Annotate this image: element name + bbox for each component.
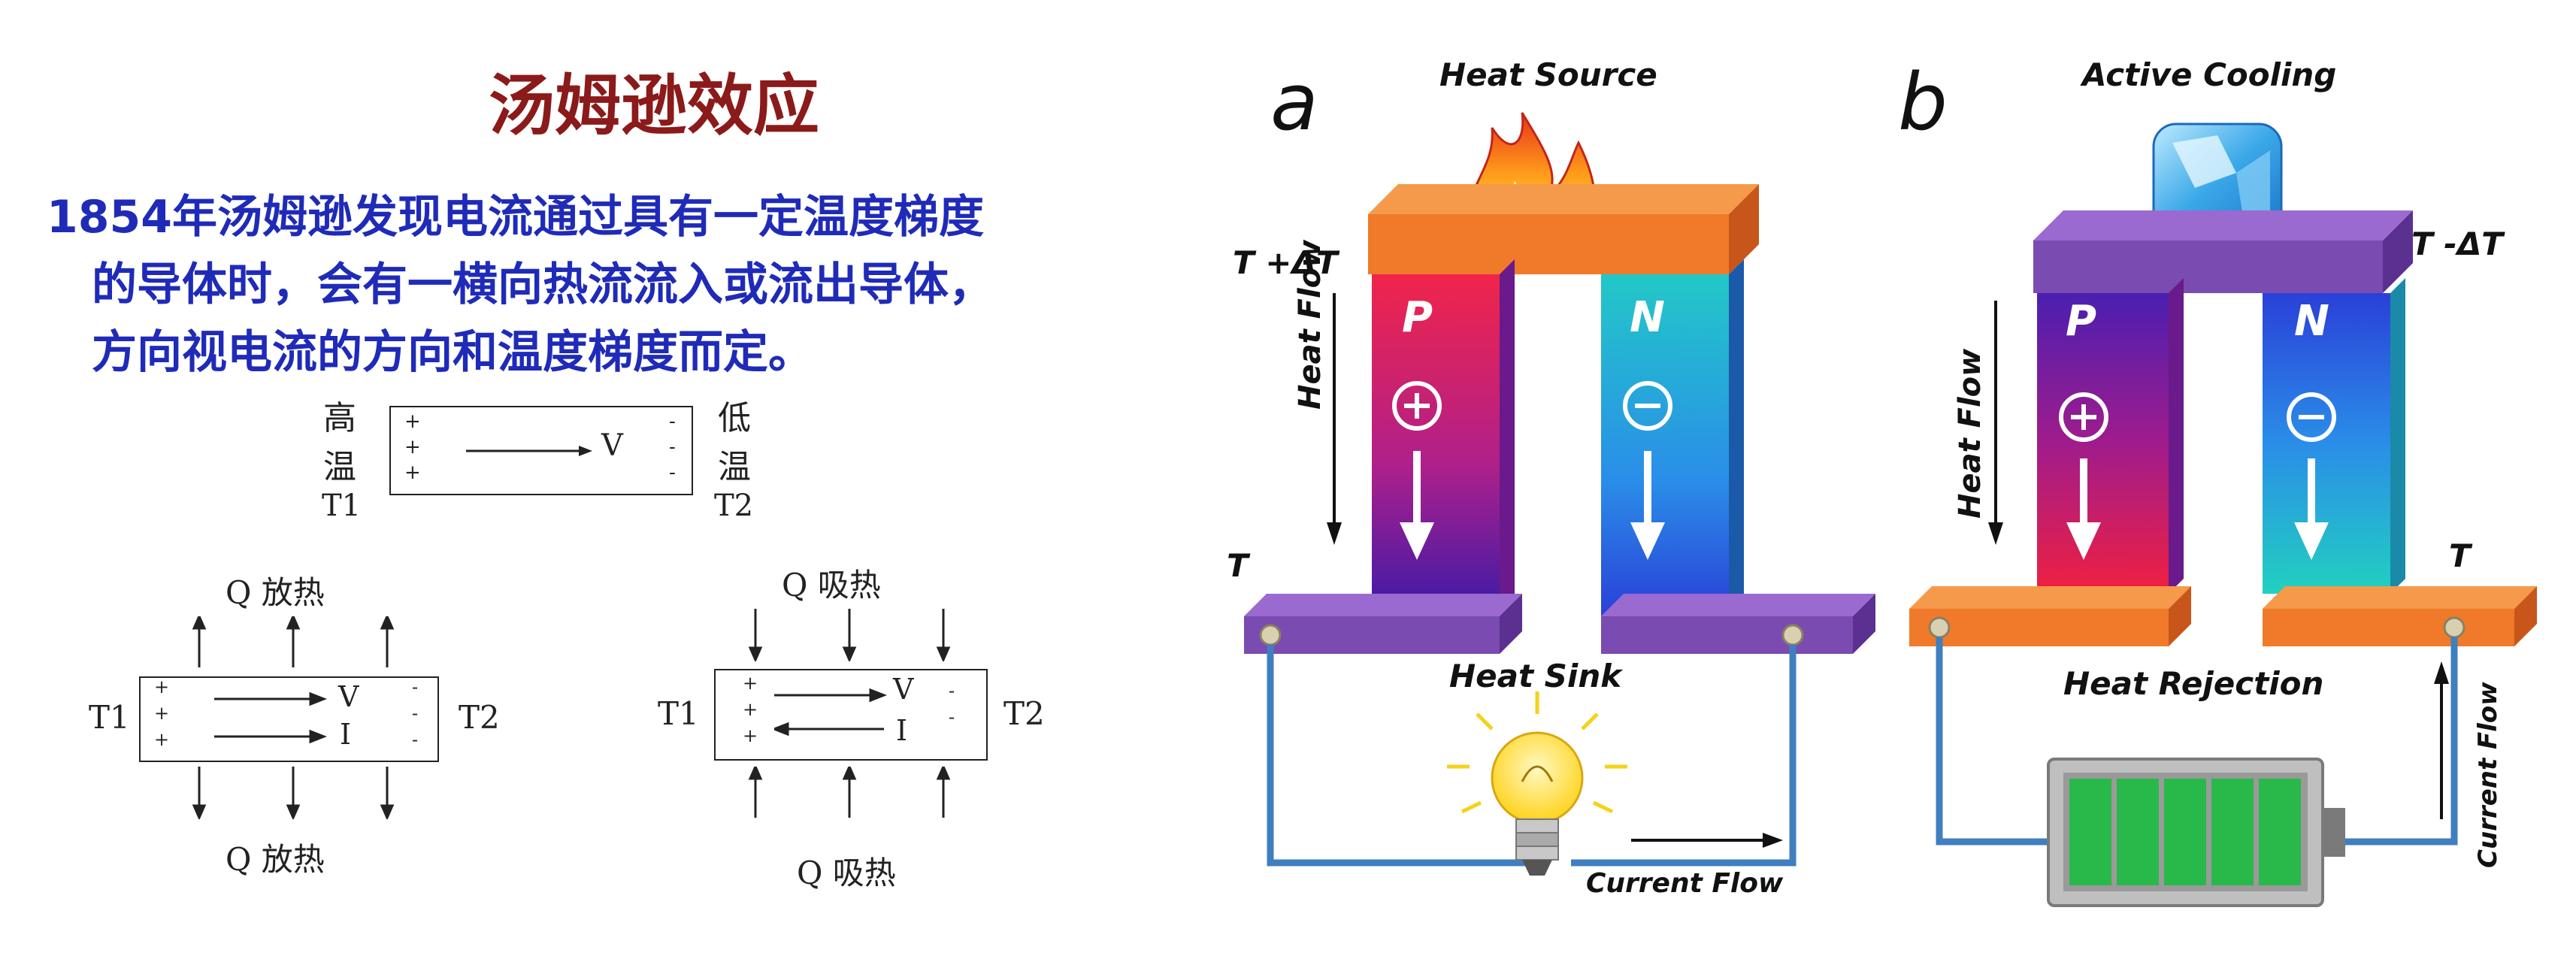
p-type-label: P — [1402, 293, 1433, 342]
panel-b-letter: b — [1898, 56, 1948, 148]
t1-label: T1 — [658, 695, 699, 732]
plus-sign: + — [743, 725, 758, 746]
current-label: I — [340, 718, 352, 751]
cold-side-temperature: T — [1227, 547, 1249, 584]
plus-sign: + — [154, 729, 170, 750]
hot-side-temperature: T +ΔT — [1233, 244, 1338, 281]
minus-sign: - — [669, 436, 676, 458]
plus-sign: + — [154, 676, 170, 697]
current-label: I — [896, 714, 908, 747]
page-title: 汤姆逊效应 — [488, 66, 819, 144]
plus-sign: + — [404, 461, 421, 484]
hot-side-temperature: T — [2449, 537, 2471, 574]
minus-sign: - — [412, 703, 419, 724]
heat-out-arrows-top — [192, 616, 395, 667]
plus-circle-icon — [2059, 392, 2108, 442]
minus-circle-icon — [2287, 392, 2336, 442]
plus-sign: + — [154, 703, 170, 724]
cold-label-2: 温 — [718, 448, 751, 486]
heat-in-arrows-top — [748, 609, 951, 661]
paragraph-line-3: 方向视电流的方向和温度梯度而定。 — [92, 326, 813, 379]
paragraph-line-1: 1854年汤姆逊发现电流通过具有一定温度梯度 — [47, 191, 984, 244]
n-type-label: N — [1630, 293, 1665, 342]
parallel-arrows-icon — [214, 691, 327, 744]
plus-sign: + — [743, 673, 758, 694]
cold-label-1: 低 — [718, 399, 751, 437]
heat-flow-label: Heat Flow — [1293, 239, 1327, 410]
plus-sign: + — [404, 436, 421, 458]
n-type-label: N — [2294, 297, 2329, 346]
heat-release-bottom-label: Q 放热 — [226, 841, 325, 878]
t2-label: T2 — [1003, 695, 1045, 732]
voltage-label: V — [893, 673, 914, 706]
hot-temperature-label: T1 — [322, 489, 362, 523]
opposite-arrows-icon — [774, 688, 887, 737]
plus-sign: + — [743, 699, 758, 720]
conductor-box — [714, 669, 988, 761]
panel-a — [1244, 112, 1875, 876]
heat-in-arrows-bottom — [748, 767, 951, 818]
t1-label: T1 — [89, 699, 130, 736]
conductor-box — [389, 406, 693, 495]
minus-sign: - — [412, 676, 419, 697]
minus-sign: - — [412, 729, 419, 750]
heat-sink-label: Heat Sink — [1449, 658, 1622, 694]
minus-sign: - — [669, 410, 676, 433]
p-type-label: P — [2066, 297, 2097, 346]
heat-absorb-bottom-label: Q 吸热 — [797, 855, 896, 891]
minus-circle-icon — [1623, 381, 1672, 431]
heat-release-top-label: Q 放热 — [226, 574, 325, 611]
hot-label-1: 高 — [323, 399, 356, 437]
t2-label: T2 — [459, 699, 500, 736]
battery-icon — [2047, 758, 2345, 907]
arrow-right-icon — [466, 446, 592, 456]
hot-label-2: 温 — [323, 448, 356, 486]
heat-rejection-label: Heat Rejection — [2063, 665, 2324, 702]
panel-b — [1909, 123, 2537, 907]
conductor-box — [139, 676, 439, 762]
heat-flow-label: Heat Flow — [1953, 348, 1987, 519]
minus-sign: - — [949, 680, 955, 701]
active-cooling-label: Active Cooling — [2082, 56, 2337, 93]
plus-sign: + — [404, 410, 421, 433]
light-bulb-icon — [1447, 691, 1627, 876]
minus-sign: - — [669, 461, 676, 484]
paragraph-line-2: 的导体时，会有一横向热流流入或流出导体， — [92, 259, 994, 311]
heat-absorb-top-label: Q 吸热 — [782, 567, 881, 604]
plus-circle-icon — [1392, 381, 1442, 431]
cold-side-temperature: T -ΔT — [2411, 225, 2503, 262]
heat-out-arrows-bottom — [192, 767, 395, 819]
voltage-label: V — [601, 428, 623, 463]
panel-a-letter: a — [1270, 56, 1318, 148]
voltage-label: V — [338, 680, 359, 713]
current-flow-label: Current Flow — [1586, 868, 1784, 899]
heat-source-label: Heat Source — [1439, 56, 1657, 93]
cold-temperature-label: T2 — [714, 489, 754, 523]
minus-sign: - — [949, 706, 955, 728]
current-flow-label: Current Flow — [2473, 682, 2503, 868]
